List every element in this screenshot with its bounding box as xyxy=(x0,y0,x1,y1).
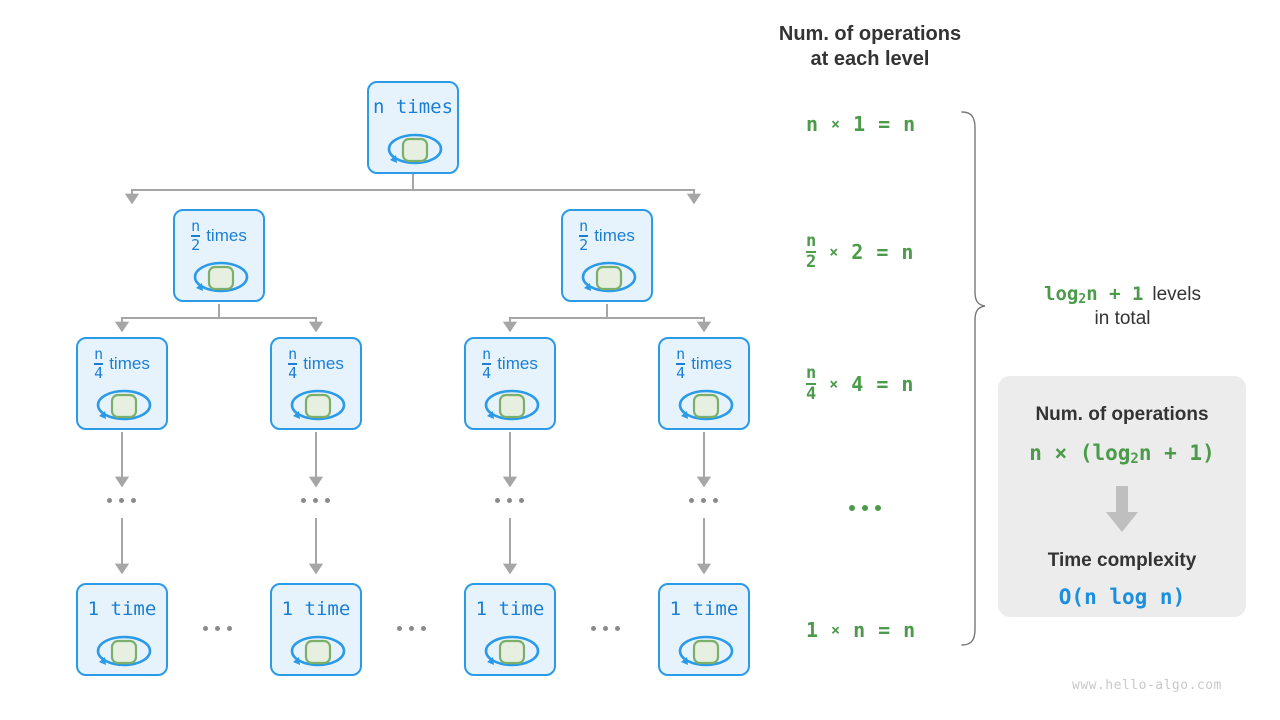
summary-complexity-title: Time complexity xyxy=(1047,550,1197,571)
tree-node-level4-3[interactable]: 1 time xyxy=(658,583,750,676)
tree-node-level4-0[interactable]: 1 time xyxy=(76,583,168,676)
down-arrow-icon xyxy=(1102,486,1142,536)
loop-arrow-icon xyxy=(369,127,457,171)
tree-node-label: 1 time xyxy=(669,598,739,620)
operand-factor: 2 xyxy=(851,240,864,264)
operand-factor: 1 xyxy=(853,112,866,136)
operations-level-4: 1 × n = n xyxy=(806,615,915,645)
levels-suffix: levels xyxy=(1152,284,1201,305)
loop-arrow-icon xyxy=(272,629,360,673)
operator-multiply: × xyxy=(829,243,839,261)
vertical-ellipsis-0 xyxy=(107,498,136,503)
tree-node-level3-3[interactable]: n 4 times xyxy=(658,337,750,430)
loop-arrow-icon xyxy=(660,385,748,429)
tree-node-label: n 2 times xyxy=(579,217,635,254)
tree-node-label: n 2 times xyxy=(191,217,247,254)
loop-arrow-icon xyxy=(660,629,748,673)
operator-equals: = xyxy=(876,240,889,264)
tree-node-label: 1 time xyxy=(281,598,351,620)
operations-title-line2: at each level xyxy=(810,48,930,70)
tree-node-level2-1[interactable]: n 2 times xyxy=(561,209,653,302)
operand-result: n xyxy=(901,240,914,264)
vertical-ellipsis-1 xyxy=(301,498,330,503)
levels-formula-subscript: 2 xyxy=(1078,292,1087,307)
operand-factor: 4 xyxy=(851,372,864,396)
operations-level-3: n 4 × 4 = n xyxy=(806,363,914,404)
tree-node-label: n 4 times xyxy=(94,345,150,382)
leaf-ellipsis-0 xyxy=(203,626,232,631)
loop-arrow-icon xyxy=(175,257,263,301)
operator-multiply: × xyxy=(831,115,841,133)
tree-node-label: 1 time xyxy=(475,598,545,620)
levels-formula-log: log xyxy=(1044,283,1079,305)
operand-factor: n xyxy=(853,618,866,642)
fraction: n 2 xyxy=(191,217,201,254)
levels-formula-rest: n + 1 xyxy=(1086,283,1144,305)
vertical-ellipsis-2 xyxy=(495,498,524,503)
watermark: www.hello-algo.com xyxy=(1072,678,1222,693)
tree-node-level3-2[interactable]: n 4 times xyxy=(464,337,556,430)
summary-operations-title: Num. of operations xyxy=(1035,404,1209,425)
leaf-ellipsis-2 xyxy=(591,626,620,631)
summary-formula-subscript: 2 xyxy=(1130,451,1139,467)
fraction: n 4 xyxy=(676,345,686,382)
operations-level-1: n × 1 = n xyxy=(806,109,915,139)
fraction: n 2 xyxy=(806,231,817,272)
tree-node-label: n 4 times xyxy=(288,345,344,382)
levels-brace xyxy=(961,111,986,646)
tree-node-label: n 4 times xyxy=(676,345,732,382)
tree-node-label: n 4 times xyxy=(482,345,538,382)
tree-node-level4-2[interactable]: 1 time xyxy=(464,583,556,676)
leaf-ellipsis-1 xyxy=(397,626,426,631)
fraction: n 4 xyxy=(94,345,104,382)
tree-node-label: n times xyxy=(372,96,454,118)
levels-note-line2: in total xyxy=(1094,308,1151,329)
vertical-ellipsis-3 xyxy=(689,498,718,503)
summary-formula-suffix: n + 1) xyxy=(1138,441,1215,465)
loop-arrow-icon xyxy=(78,629,166,673)
fraction: n 2 xyxy=(579,217,589,254)
tree-node-level3-0[interactable]: n 4 times xyxy=(76,337,168,430)
operand-result: n xyxy=(901,372,914,396)
tree-node-level2-0[interactable]: n 2 times xyxy=(173,209,265,302)
loop-arrow-icon xyxy=(466,629,554,673)
operator-multiply: × xyxy=(831,621,841,639)
tree-node-label: 1 time xyxy=(87,598,157,620)
operations-title: Num. of operations at each level xyxy=(740,22,1000,72)
loop-arrow-icon xyxy=(78,385,166,429)
loop-arrow-icon xyxy=(563,257,651,301)
operator-equals: = xyxy=(878,618,891,642)
fraction: n 4 xyxy=(288,345,298,382)
operand-result: n xyxy=(903,618,916,642)
summary-complexity-value: O(n log n) xyxy=(1058,585,1186,609)
operations-title-line1: Num. of operations xyxy=(778,23,962,45)
fraction: n 4 xyxy=(482,345,492,382)
operator-equals: = xyxy=(876,372,889,396)
tree-node-level3-1[interactable]: n 4 times xyxy=(270,337,362,430)
operator-multiply: × xyxy=(829,375,839,393)
fraction: n 4 xyxy=(806,363,817,404)
loop-arrow-icon xyxy=(272,385,360,429)
summary-formula-prefix: n × (log xyxy=(1029,441,1131,465)
operations-level-2: n 2 × 2 = n xyxy=(806,231,914,272)
operations-ellipsis xyxy=(849,505,881,511)
tree-node-level4-1[interactable]: 1 time xyxy=(270,583,362,676)
loop-arrow-icon xyxy=(466,385,554,429)
operand-left: n xyxy=(806,112,819,136)
operator-equals: = xyxy=(878,112,891,136)
operand-left: 1 xyxy=(806,618,819,642)
operand-result: n xyxy=(903,112,916,136)
tree-node-level1-0[interactable]: n times xyxy=(367,81,459,174)
